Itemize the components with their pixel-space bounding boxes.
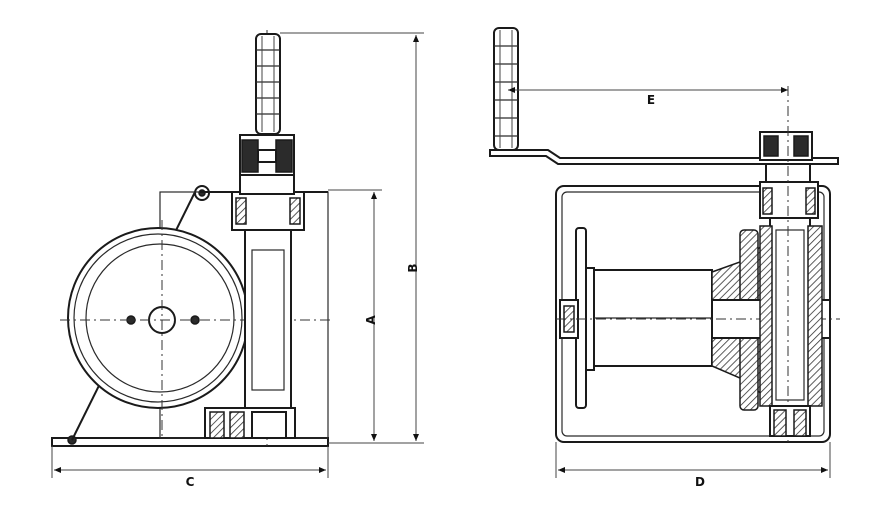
dim-label-e: E bbox=[647, 93, 655, 107]
foot-center-block bbox=[251, 411, 287, 439]
front-column-hatch-left bbox=[759, 225, 773, 407]
front-column-inner bbox=[775, 229, 805, 401]
base-plate bbox=[51, 437, 329, 447]
gear-head-center bbox=[257, 149, 277, 163]
gear-head-dark-right bbox=[275, 139, 293, 173]
dim-label-a: A bbox=[364, 315, 378, 325]
front-view: E D bbox=[489, 27, 840, 489]
handle-grip-front bbox=[493, 27, 519, 151]
gear-head-dark-left bbox=[241, 139, 259, 173]
drum-inner-circle bbox=[85, 243, 235, 393]
front-foot-hatch-left bbox=[773, 409, 787, 437]
side-view: A B C bbox=[51, 30, 424, 489]
drum-circle-group bbox=[67, 227, 249, 409]
front-collar-hatch-left bbox=[762, 187, 773, 215]
front-column-hatch-right bbox=[807, 225, 823, 407]
dim-label-d: D bbox=[695, 475, 705, 489]
column-neck bbox=[251, 249, 285, 391]
front-gear-head-dark-left bbox=[763, 135, 779, 157]
dim-label-b: B bbox=[406, 263, 420, 272]
front-gear-head-dark-right bbox=[793, 135, 809, 157]
drum-ring bbox=[73, 233, 243, 403]
foot-hatch-mid bbox=[229, 411, 245, 439]
front-foot-hatch-right bbox=[793, 409, 807, 437]
collar-hatch-right bbox=[289, 197, 301, 225]
foot-hatch-left bbox=[209, 411, 225, 439]
front-collar-hatch-right bbox=[805, 187, 816, 215]
dim-label-c: C bbox=[186, 475, 195, 489]
crank-arm bbox=[489, 149, 839, 165]
collar-hatch-left bbox=[235, 197, 247, 225]
handle-grip-side bbox=[255, 33, 281, 135]
